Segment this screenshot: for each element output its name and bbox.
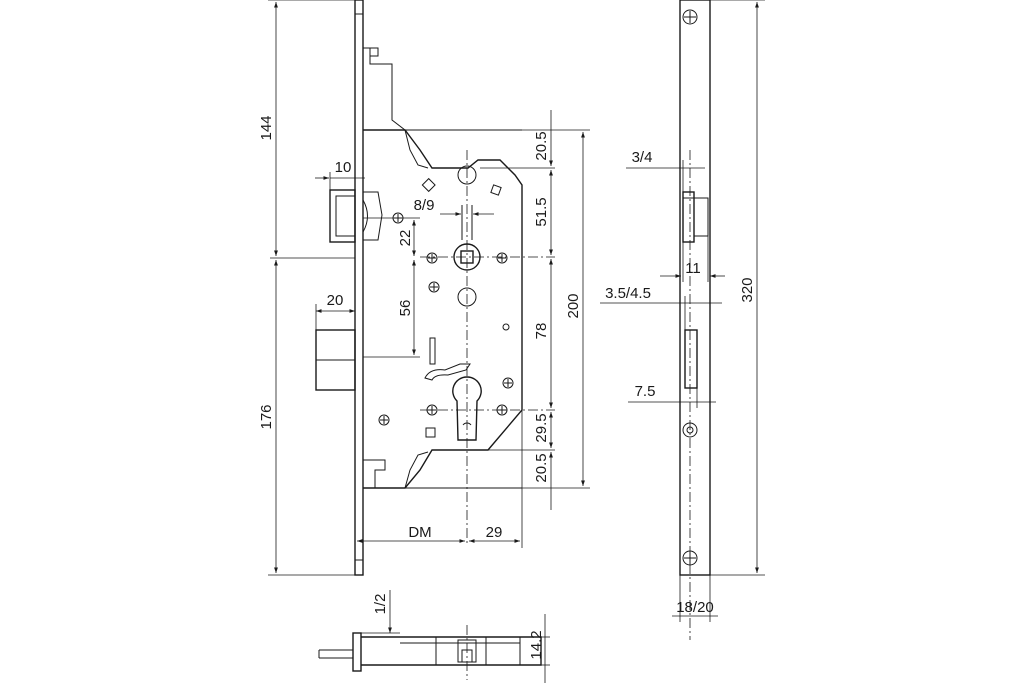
dim-dm: DM [408, 524, 431, 541]
dim-11: 11 [685, 260, 701, 277]
latch-bolt [329, 189, 383, 243]
overall-height-dims: 144 176 [258, 0, 355, 576]
dim-18-20: 18/20 [676, 599, 714, 616]
dim-320: 320 [739, 277, 756, 302]
bottom-view: 1/2 14.2 [318, 590, 550, 683]
dim-1-2: 1/2 [372, 594, 389, 615]
deadbolt-throw-dim: 20 [315, 292, 356, 330]
dim-3-4: 3/4 [632, 149, 653, 166]
dim-22: 22 [397, 230, 414, 247]
dim-20: 20 [327, 292, 344, 309]
dim-29-5: 29.5 [533, 413, 550, 442]
dim-56: 56 [397, 300, 414, 317]
dim-14-2: 14.2 [528, 630, 545, 659]
dim-7-5: 7.5 [635, 383, 656, 400]
dim-29: 29 [486, 524, 503, 541]
front-view: 144 176 10 20 22 56 [258, 0, 590, 576]
dim-51-5: 51.5 [533, 197, 550, 226]
right-chain-dims: 20.5 51.5 78 29.5 20.5 200 [405, 110, 590, 510]
faceplate [354, 0, 364, 576]
dim-176: 176 [258, 404, 275, 429]
latch-throw-dim: 10 [315, 159, 365, 190]
dim-78: 78 [533, 323, 550, 340]
dim-8-9: 8/9 [414, 197, 435, 214]
cylinder-profile [424, 337, 482, 441]
lock-case [363, 47, 523, 489]
side-view-forend: 3/4 11 3.5/4.5 7.5 320 18/20 [600, 0, 765, 640]
deadbolt [315, 329, 356, 391]
dim-200: 200 [565, 293, 582, 318]
dim-10: 10 [335, 159, 352, 176]
dim-20-5-bottom: 20.5 [533, 453, 550, 482]
backset-dims: DM 29 [357, 410, 523, 548]
vertical-offset-dims: 22 56 [363, 217, 420, 358]
spindle-size-dim: 8/9 [414, 197, 494, 216]
centre-lines [270, 150, 555, 545]
dim-20-5-top: 20.5 [533, 131, 550, 160]
dim-144: 144 [258, 115, 275, 140]
dim-3-5-4-5: 3.5/4.5 [605, 285, 651, 302]
